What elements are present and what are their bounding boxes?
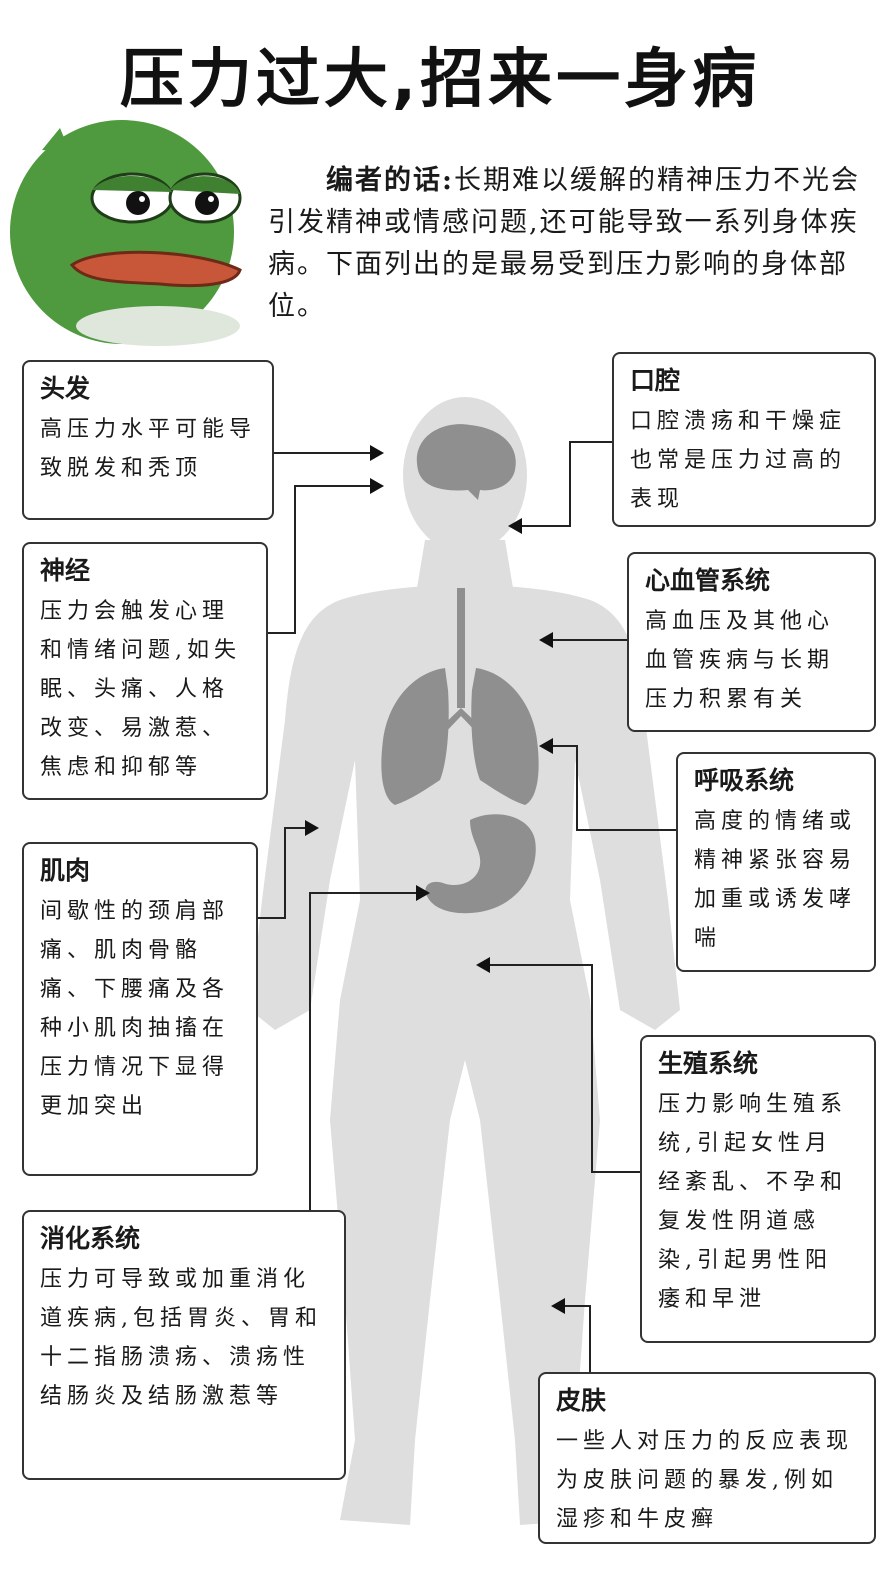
skin-text: 一些人对压力的反应表现为皮肤问题的暴发,例如湿疹和牛皮癣 [556, 1429, 854, 1532]
cardio-text: 高血压及其他心血管疾病与长期压力积累有关 [645, 609, 835, 712]
hair-box: 头发 高压力水平可能导致脱发和秃顶 [22, 360, 274, 520]
connector-lines [256, 441, 676, 1372]
skin-box: 皮肤 一些人对压力的反应表现为皮肤问题的暴发,例如湿疹和牛皮癣 [538, 1372, 876, 1544]
nerves-text: 压力会触发心理和情绪问题,如失眠、头痛、人格改变、易激惹、焦虑和抑郁等 [40, 599, 241, 780]
respiratory-text: 高度的情绪或精神紧张容易加重或诱发哮喘 [694, 809, 857, 951]
respiratory-box: 呼吸系统 高度的情绪或精神紧张容易加重或诱发哮喘 [676, 752, 876, 972]
editor-note: 编者的话:长期难以缓解的精神压力不光会引发精神或情感问题,还可能导致一系列身体疾… [268, 160, 868, 328]
nerves-title: 神经 [40, 556, 91, 585]
mouth-title: 口腔 [630, 366, 681, 395]
arrowheads [305, 445, 565, 1314]
frog-face-illustration [10, 120, 242, 346]
reproductive-title: 生殖系统 [658, 1049, 759, 1078]
lungs-shape [381, 588, 539, 805]
reproductive-text: 压力影响生殖系统,引起女性月经紊乱、不孕和复发性阴道感染,引起男性阳痿和早泄 [658, 1092, 848, 1312]
muscle-title: 肌肉 [40, 856, 91, 885]
nerves-box: 神经 压力会触发心理和情绪问题,如失眠、头痛、人格改变、易激惹、焦虑和抑郁等 [22, 542, 268, 800]
stomach-shape [425, 814, 536, 914]
cardio-box: 心血管系统 高血压及其他心血管疾病与长期压力积累有关 [627, 552, 876, 732]
mouth-box: 口腔 口腔溃疡和干燥症也常是压力过高的表现 [612, 352, 876, 527]
hair-text: 高压力水平可能导致脱发和秃顶 [40, 417, 257, 481]
mouth-text: 口腔溃疡和干燥症也常是压力过高的表现 [630, 409, 847, 512]
muscle-box: 肌肉 间歇性的颈肩部痛、肌肉骨骼痛、下腰痛及各种小肌肉抽搐在压力情况下显得更加突… [22, 842, 258, 1176]
digestive-title: 消化系统 [40, 1224, 141, 1253]
reproductive-box: 生殖系统 压力影响生殖系统,引起女性月经紊乱、不孕和复发性阴道感染,引起男性阳痿… [640, 1035, 876, 1343]
brain-shape [416, 424, 516, 500]
skin-title: 皮肤 [556, 1386, 607, 1415]
page-title: 压力过大,招来一身病 [119, 43, 761, 117]
digestive-text: 压力可导致或加重消化道疾病,包括胃炎、胃和十二指肠溃疡、溃疡性结肠炎及结肠激惹等 [40, 1267, 322, 1409]
cardio-title: 心血管系统 [645, 566, 771, 595]
editor-note-text: 长期难以缓解的精神压力不光会引发精神或情感问题,还可能导致一系列身体疾病。下面列… [268, 165, 860, 322]
muscle-text: 间歇性的颈肩部痛、肌肉骨骼痛、下腰痛及各种小肌肉抽搐在压力情况下显得更加突出 [40, 899, 230, 1119]
editor-note-lead: 编者的话: [326, 165, 454, 196]
digestive-box: 消化系统 压力可导致或加重消化道疾病,包括胃炎、胃和十二指肠溃疡、溃疡性结肠炎及… [22, 1210, 346, 1480]
hair-title: 头发 [40, 374, 91, 403]
respiratory-title: 呼吸系统 [694, 766, 795, 795]
